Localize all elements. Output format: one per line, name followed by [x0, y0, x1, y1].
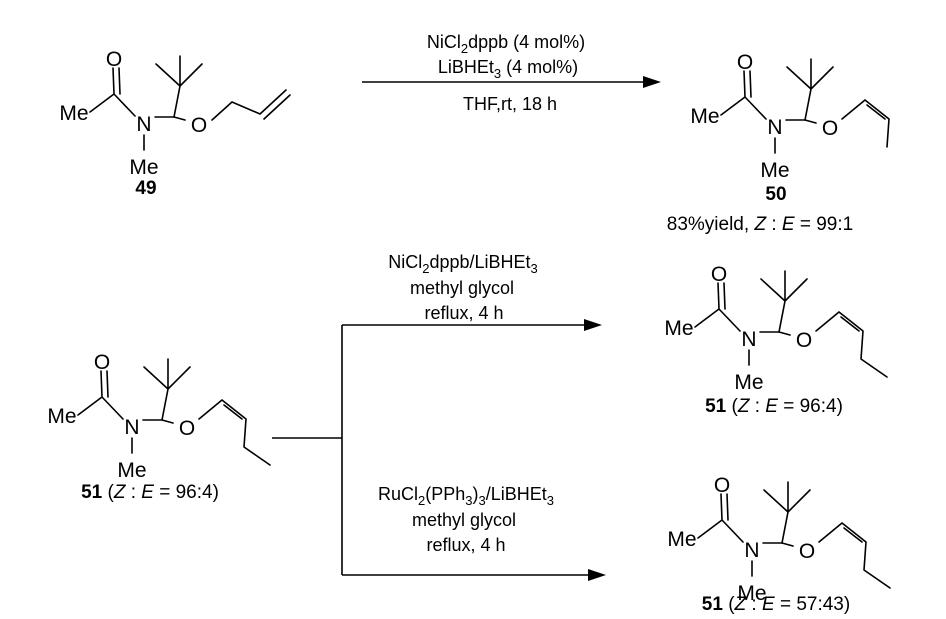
reaction-3-conditions: RuCl2(PPh3)3/LiBHEt3 methyl glycol reflu…	[378, 484, 554, 555]
atom-methyl: Me	[690, 105, 719, 128]
atom-nitrogen: N	[124, 416, 139, 439]
conditions-text: THF,rt, 18 h	[463, 94, 557, 114]
atom-methyl: Me	[760, 159, 789, 182]
atom-methyl: Me	[59, 102, 88, 125]
atom-oxygen: O	[799, 540, 815, 563]
reagent-text: RuCl2(PPh3)3/LiBHEt3	[378, 484, 554, 508]
atom-oxygen: O	[796, 329, 812, 352]
compound-51-ru-product-structure: N O Me Me O	[667, 474, 891, 605]
atom-oxygen: O	[106, 48, 122, 71]
atom-methyl: Me	[117, 459, 146, 482]
atom-methyl: Me	[47, 405, 76, 428]
atom-oxygen: O	[711, 263, 727, 286]
atom-oxygen: O	[822, 117, 838, 140]
atom-methyl: Me	[667, 528, 696, 551]
atom-methyl: Me	[737, 582, 766, 605]
atom-methyl: Me	[734, 371, 763, 394]
compound-51-ni-product-label: 51 (Z : E = 96:4)	[705, 396, 843, 417]
reagent-text: NiCl2dppb/LiBHEt3	[388, 252, 538, 276]
compound-50-structure: N O Me Me O	[690, 51, 890, 182]
compound-51-starting-structure: N O Me Me O	[47, 351, 271, 482]
compound-49-structure: N O Me Me O	[59, 48, 291, 179]
conditions-text: reflux, 4 h	[426, 535, 505, 555]
atom-methyl: Me	[664, 317, 693, 340]
atom-oxygen: O	[94, 351, 110, 374]
compound-50-label: 50	[765, 184, 786, 205]
solvent-text: methyl glycol	[410, 278, 514, 298]
atom-oxygen: O	[179, 417, 195, 440]
atom-nitrogen: N	[136, 113, 151, 136]
atom-methyl: Me	[129, 156, 158, 179]
reaction-1-conditions: NiCl2dppb (4 mol%) LiBHEt3 (4 mol%) THF,…	[427, 32, 585, 114]
atom-oxygen: O	[191, 114, 207, 137]
compound-51-starting-label: 51 (Z : E = 96:4)	[81, 482, 219, 503]
reaction-2-conditions: NiCl2dppb/LiBHEt3 methyl glycol reflux, …	[388, 252, 538, 323]
compound-51-ru-product-label: 51 (Z : E = 57:43)	[702, 594, 850, 615]
atom-oxygen: O	[737, 51, 753, 74]
atom-oxygen: O	[714, 474, 730, 497]
atom-nitrogen: N	[767, 116, 782, 139]
solvent-text: methyl glycol	[412, 510, 516, 530]
atom-nitrogen: N	[741, 328, 756, 351]
compound-50-yield: 83%yield, Z : E = 99:1	[667, 214, 853, 235]
compound-49-label: 49	[135, 178, 156, 199]
reagent-text: NiCl2dppb (4 mol%)	[427, 32, 585, 56]
conditions-text: reflux, 4 h	[424, 303, 503, 323]
reaction-arrow-1	[362, 76, 661, 88]
atom-nitrogen: N	[744, 539, 759, 562]
reagent-text: LiBHEt3 (4 mol%)	[438, 57, 578, 81]
compound-51-ni-product-structure: N O Me Me O	[664, 263, 888, 394]
branching-arrows	[272, 319, 606, 581]
